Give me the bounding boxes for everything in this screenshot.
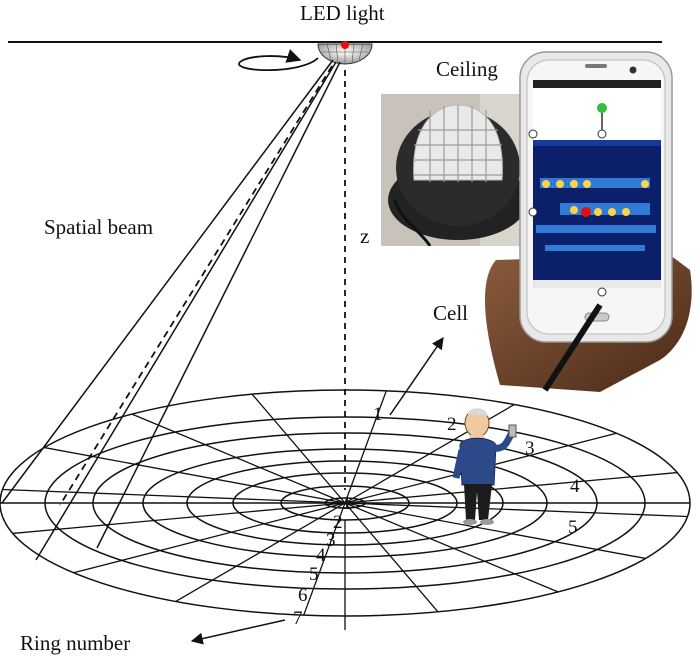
led-dot — [341, 41, 349, 49]
led-lamp-photo — [381, 94, 533, 246]
z-axis-label: z — [360, 224, 369, 248]
ring-number-label: 1 — [373, 404, 383, 425]
sector-line — [344, 471, 678, 504]
cell-label: Cell — [433, 301, 468, 325]
ring-number-title: Ring number — [20, 631, 130, 655]
ring-number-arrow — [190, 619, 286, 645]
sector-line — [131, 413, 346, 504]
ring-number-label: 7 — [293, 608, 303, 629]
ring-number-label: 2 — [333, 512, 343, 533]
ring-number-label: 4 — [316, 545, 326, 566]
person-icon — [452, 408, 517, 525]
led-light-label: LED light — [300, 1, 385, 25]
ceiling-label: Ceiling — [436, 57, 498, 81]
sector-line — [2, 488, 346, 504]
ring-number-label: 6 — [298, 585, 308, 606]
ring-numbers-inner: 1 2 3 4 5 6 7 — [293, 493, 352, 629]
sector-line — [251, 393, 346, 504]
pointer-arrow — [542, 303, 603, 392]
sector-line — [344, 502, 688, 518]
sector-line — [12, 502, 346, 535]
sector-line — [73, 502, 346, 574]
spatial-beam — [1, 59, 341, 561]
ring-numbers-outer: 1 2 3 4 5 — [373, 404, 580, 538]
ring-number-label: 3 — [525, 438, 535, 459]
ring-number-label: 1 — [342, 493, 352, 514]
ring-number-label: 3 — [326, 530, 336, 551]
led-fixture-icon — [317, 41, 373, 65]
sector-line — [344, 390, 387, 504]
spatial-beam-label: Spatial beam — [44, 215, 153, 239]
smartphone-icon — [519, 51, 673, 343]
ring-number-label: 5 — [309, 564, 319, 585]
sector-line — [344, 502, 439, 613]
ring-number-label: 2 — [447, 414, 457, 435]
ring-number-label: 5 — [568, 517, 578, 538]
cell-arrow — [389, 337, 444, 416]
sector-line — [344, 502, 646, 560]
sector-line — [303, 502, 346, 616]
ring-number-label: 4 — [570, 476, 580, 497]
sector-line — [175, 502, 346, 603]
sector-line — [344, 502, 559, 593]
sector-line — [44, 446, 346, 504]
rotation-arrow-icon — [238, 49, 319, 71]
